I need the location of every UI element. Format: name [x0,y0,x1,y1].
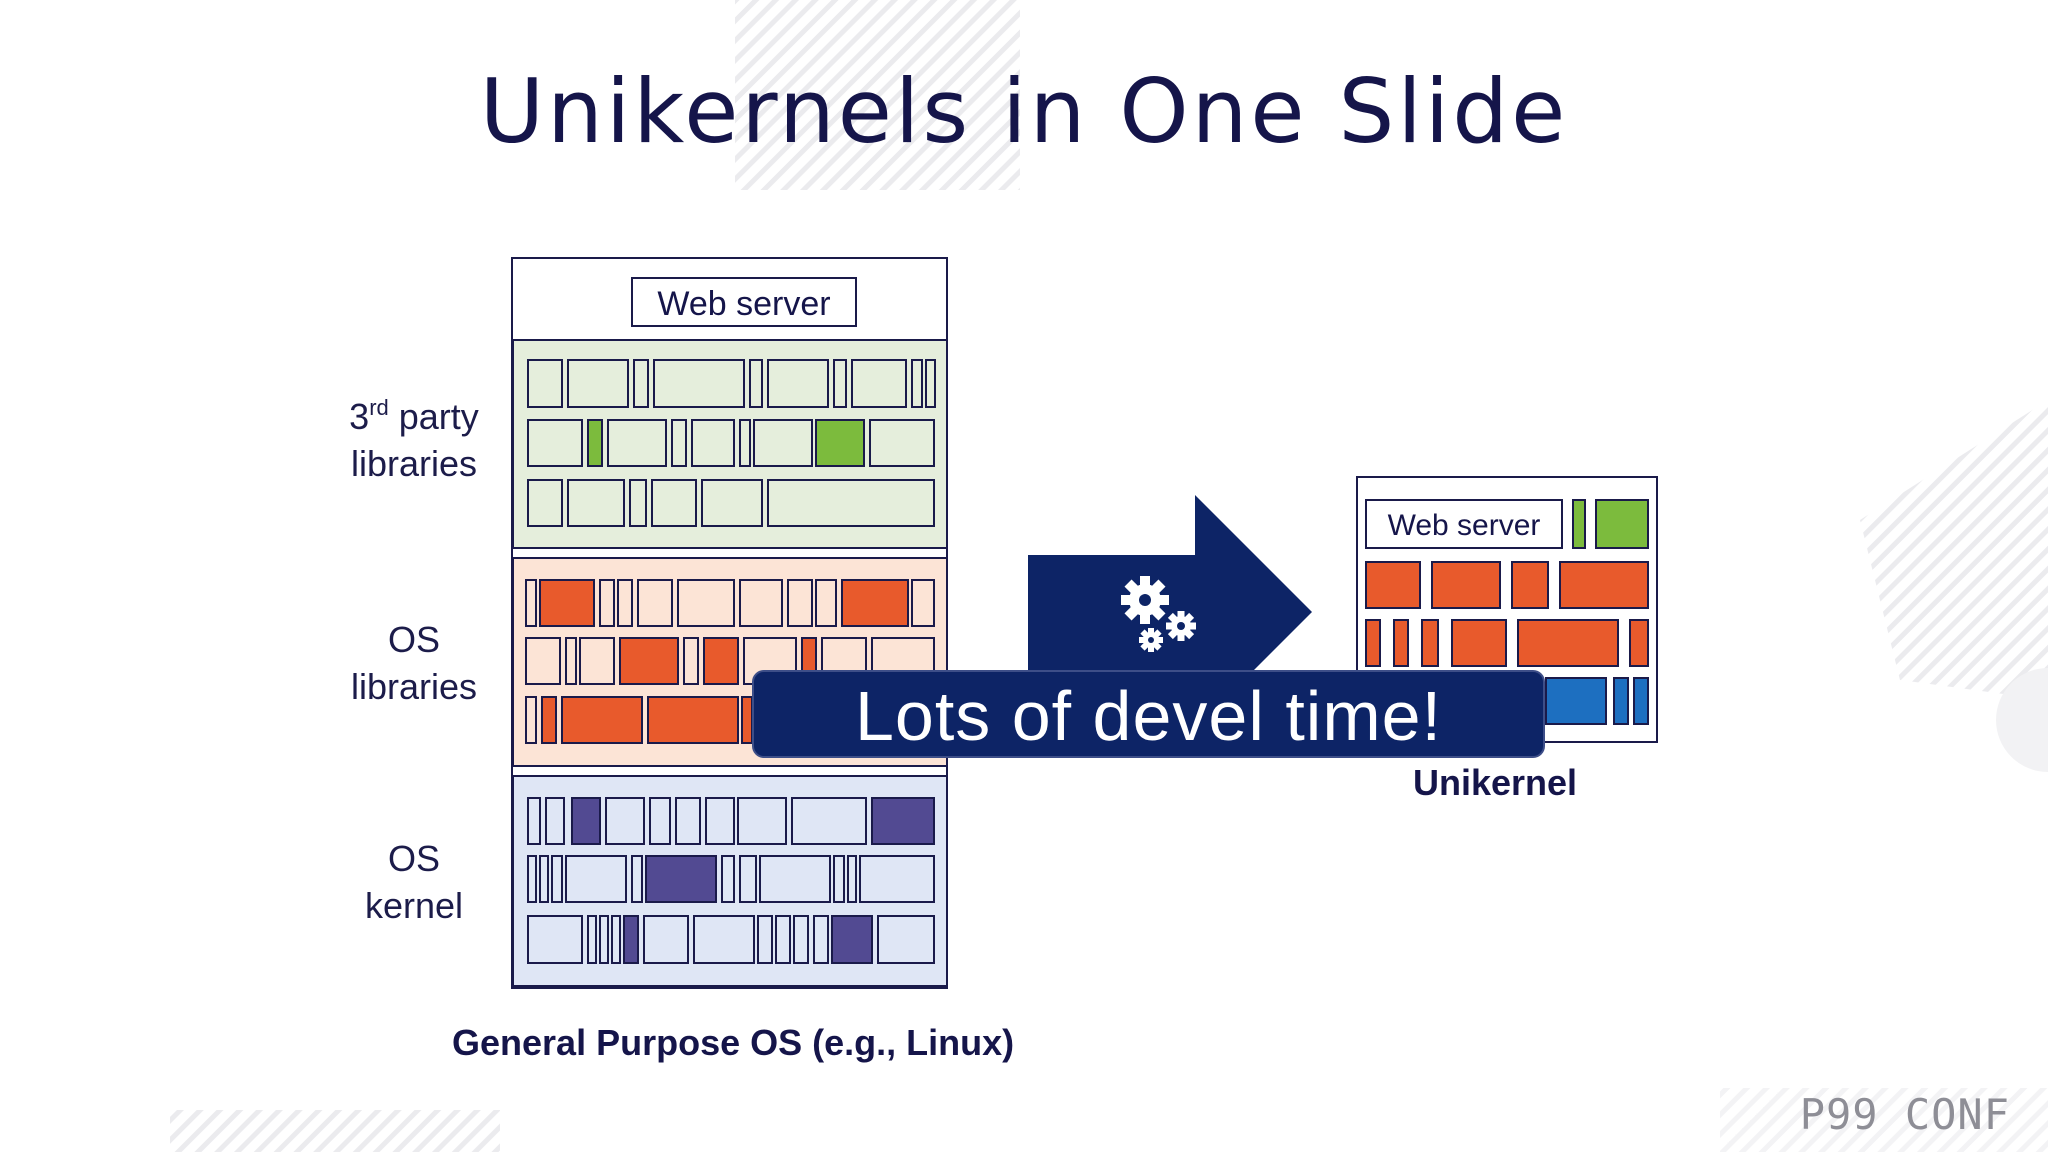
label-third-party-number: 3 [349,396,370,437]
label-os-kernel: OS kernel [314,835,514,929]
unikernel-caption: Unikernel [1412,762,1578,803]
unikernel-web-server-box [1365,499,1563,549]
label-third-party-line2: libraries [350,443,478,484]
label-os-libraries: OS libraries [314,616,514,710]
devel-time-banner: Lots of devel time! [752,670,1545,758]
web-server-box [631,277,857,327]
general-purpose-os-caption: General Purpose OS (e.g., Linux) [452,1022,1015,1063]
label-third-party-rest: party [388,396,479,437]
label-os-kernel-line2: kernel [364,885,464,926]
conference-logo: P99 CONF [1799,1090,2010,1139]
label-third-party-sup: rd [369,395,389,420]
slide-title: Unikernels in One Slide [479,60,1569,163]
label-os-kernel-line1: OS [387,838,440,879]
gears-icon [1121,576,1196,652]
web-server-label: Web server [657,285,830,323]
label-os-libraries-line2: libraries [350,666,478,707]
label-os-libraries-line1: OS [387,619,440,660]
label-third-party-libraries: 3rd party libraries [314,393,514,487]
unikernel-web-server-label: Web server [1388,509,1541,542]
